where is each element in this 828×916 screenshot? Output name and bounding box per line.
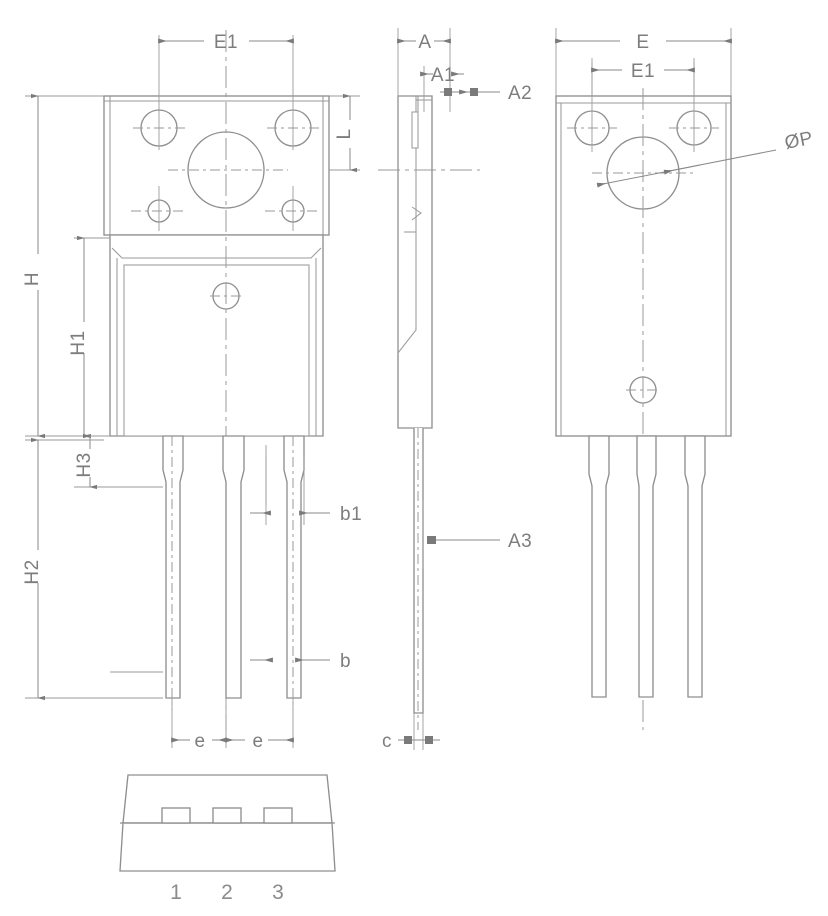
- dimension-label-E: E: [636, 32, 649, 53]
- bottom-view-pin-label-1: 1: [170, 881, 182, 904]
- dimension-E: E: [555, 28, 732, 96]
- dimension-label-b1: b1: [340, 504, 362, 525]
- dimension-c: c: [382, 713, 440, 752]
- bottom-view-lead-stub-3: [263, 807, 293, 824]
- back-view-lead-2: [636, 435, 657, 698]
- dimension-A: A: [397, 28, 451, 96]
- front-view-mounting-hole-right: [267, 96, 319, 150]
- dimension-label-A2: A2: [508, 83, 532, 104]
- dimension-H2: H2: [22, 437, 163, 701]
- front-view-lead-2: [222, 435, 245, 699]
- dimension-H: H: [22, 93, 104, 439]
- dimension-b: b: [250, 651, 351, 672]
- dimension-L: L: [329, 93, 360, 173]
- front-view-lead-1: [162, 435, 184, 699]
- dimension-H1: H1: [68, 235, 110, 439]
- front-view-lead-3: [283, 435, 305, 699]
- back-view: E E1 ØP: [555, 28, 815, 730]
- front-view-leads: [162, 435, 305, 710]
- dimension-label-A1: A1: [431, 65, 455, 86]
- side-view-body-silhouette: [397, 95, 433, 429]
- dimension-e-left: e: [171, 698, 227, 752]
- dimension-e-right: e: [225, 698, 294, 752]
- dimension-label-H2: H2: [22, 559, 43, 584]
- dimension-label-E1-back: E1: [631, 61, 655, 82]
- bottom-view: 1 2 3: [119, 774, 336, 904]
- back-view-lead-3: [684, 435, 706, 698]
- dimension-A2: A2: [440, 83, 532, 104]
- bottom-view-pin-label-2: 2: [221, 881, 233, 904]
- side-view: A A1 A2 A3: [378, 28, 532, 752]
- dimension-label-H3: H3: [74, 452, 95, 477]
- bottom-view-lead-stub-1: [161, 807, 191, 824]
- dimension-b1: b1: [250, 455, 362, 525]
- back-view-mounting-hole-left: [567, 58, 617, 152]
- front-view-small-hole-left: [131, 186, 187, 231]
- side-view-step-profile: [397, 96, 417, 355]
- dimension-label-A: A: [418, 32, 431, 53]
- dimension-E1-front: E1: [158, 32, 294, 96]
- bottom-view-lower-body: [119, 822, 336, 872]
- dimension-E1-back: E1: [591, 61, 695, 96]
- front-view-small-hole-right: [265, 186, 321, 231]
- dimension-label-diameter-P: ØP: [783, 128, 815, 154]
- dimension-label-e-left: e: [194, 731, 205, 752]
- back-view-lead-1: [588, 435, 610, 698]
- dimension-label-H: H: [22, 272, 43, 286]
- front-view: E1 L H H1: [22, 30, 362, 752]
- front-view-mounting-hole-left: [133, 96, 185, 150]
- dimension-A3: A3: [422, 500, 532, 568]
- bottom-view-lead-stub-2: [212, 807, 242, 824]
- front-view-plastic-body: [109, 234, 324, 437]
- dimension-label-H1: H1: [68, 330, 89, 355]
- dimension-label-b: b: [340, 651, 351, 672]
- dimension-label-c: c: [382, 731, 392, 752]
- dimension-label-A3: A3: [508, 531, 532, 552]
- bottom-view-pin-label-3: 3: [272, 881, 284, 904]
- dimension-label-L: L: [334, 128, 355, 139]
- dimension-H3: H3: [74, 433, 163, 490]
- dimension-label-e-right: e: [252, 731, 263, 752]
- dimension-label-E1-front: E1: [214, 32, 238, 53]
